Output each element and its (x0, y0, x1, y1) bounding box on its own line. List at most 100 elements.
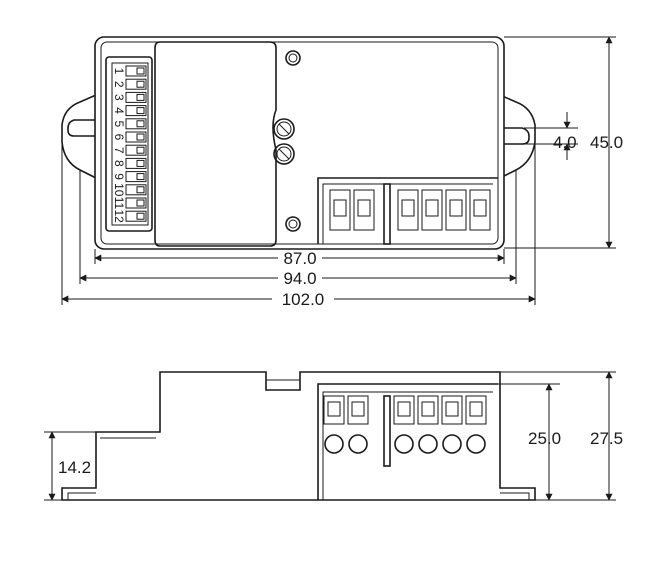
dip-switch-toggle (136, 146, 145, 154)
terminal-wire-hole (324, 434, 344, 454)
terminal-slot (421, 189, 443, 231)
dip-switch-number: 11 (112, 197, 126, 210)
potentiometer-2 (273, 143, 295, 165)
dip-switch-toggle (136, 173, 145, 181)
housing-inner-outline (100, 41, 499, 245)
terminal-clamp (425, 199, 439, 217)
terminal-lever (417, 395, 439, 425)
terminal-lever (323, 395, 345, 425)
terminal-lever (465, 395, 487, 425)
terminal-slot (329, 189, 351, 231)
dip-switch-toggle (136, 120, 145, 128)
side-ledge-left (67, 492, 96, 500)
dip-switch-number: 5 (112, 120, 126, 127)
terminal-lever-tab (445, 401, 459, 417)
terminal-block-inner (322, 183, 493, 244)
terminal-clamp (401, 199, 415, 217)
potentiometer-1 (273, 118, 295, 140)
dip-switch (125, 210, 147, 222)
dip-switch-toggle (136, 212, 145, 220)
dip-switch-toggle (136, 80, 145, 88)
terminal-clamp (357, 199, 371, 217)
terminal-lever (393, 395, 415, 425)
side-body-outline (61, 371, 536, 501)
dimension-14: 14.2 (58, 458, 91, 477)
terminal-lever-tab (397, 401, 411, 417)
dimension-45: 45.0 (590, 133, 623, 152)
side-terminal-frame-inner (322, 391, 493, 500)
dip-switch (125, 105, 147, 117)
dip-switch-toggle (136, 159, 145, 167)
side-terminal-frame (317, 383, 498, 500)
screw-hole-top-inner (288, 53, 298, 63)
housing-outline (94, 36, 505, 250)
dimension-102: 102.0 (282, 290, 325, 309)
dip-switch (125, 65, 147, 77)
dip-switch (125, 131, 147, 143)
dimension-94: 94.0 (283, 269, 316, 288)
dimension-25: 25.0 (528, 429, 561, 448)
terminal-lever-tab (421, 401, 435, 417)
screw-hole-bottom-inner (288, 219, 298, 229)
dip-switch-toggle (136, 67, 145, 75)
terminal-lever-tab (327, 401, 341, 417)
dip-switch-toggle (136, 199, 145, 207)
terminal-wire-hole (418, 434, 438, 454)
terminal-slot (469, 189, 491, 231)
dip-switch-number: 7 (112, 147, 126, 154)
dip-switch (125, 184, 147, 196)
dip-switch (125, 78, 147, 90)
terminal-wire-hole (442, 434, 462, 454)
terminal-lever (347, 395, 369, 425)
dip-switch-number: 2 (112, 81, 126, 88)
dip-switch-number: 8 (112, 160, 126, 167)
screw-hole-bottom (285, 216, 301, 232)
side-terminal-array (323, 395, 487, 454)
dip-switch-window (111, 62, 149, 226)
terminal-slot (445, 189, 467, 231)
right-mounting-ear (499, 94, 536, 179)
side-ledge-right (500, 492, 530, 500)
terminal-clamp (473, 199, 487, 217)
terminal-divider (383, 183, 391, 245)
dip-switch-number: 9 (112, 173, 126, 180)
dip-switch-number: 10 (112, 183, 126, 197)
dimension-87: 87.0 (283, 249, 316, 268)
dip-switch-toggle (136, 93, 145, 101)
terminal-lever-tab (351, 401, 365, 417)
terminal-lever-tab (469, 401, 483, 417)
terminal-clamp (333, 199, 347, 217)
terminal-slot (397, 189, 419, 231)
lid-panel (154, 41, 277, 247)
dip-switch-number: 4 (112, 107, 126, 114)
terminal-slot (353, 189, 375, 231)
dip-switch-toggle (136, 133, 145, 141)
dip-switch-housing (105, 56, 153, 232)
terminal-clamp (449, 199, 463, 217)
dip-switch (125, 157, 147, 169)
dip-switch-toggle (136, 186, 145, 194)
terminal-wire-hole (394, 434, 414, 454)
dip-switch-number: 3 (112, 94, 126, 101)
dip-switch (125, 144, 147, 156)
top-terminal-array (329, 189, 491, 231)
dip-switch (125, 171, 147, 183)
left-mounting-slot (67, 119, 96, 137)
dip-switch (125, 197, 147, 209)
dip-switch-number: 1 (112, 68, 126, 75)
terminal-wire-hole (466, 434, 486, 454)
terminal-block (317, 177, 498, 244)
terminal-wire-hole (348, 434, 368, 454)
dip-switch-number: 6 (112, 134, 126, 141)
left-mounting-ear (61, 94, 97, 179)
dimension-27: 27.5 (590, 429, 623, 448)
dip-switch (125, 118, 147, 130)
terminal-lever (441, 395, 463, 425)
dip-switch-toggle (136, 107, 145, 115)
dip-switch (125, 91, 147, 103)
side-view: 14.2 25.0 27.5 (44, 371, 623, 501)
screw-hole-top (285, 50, 301, 66)
dimension-4: 4.0 (553, 133, 577, 152)
